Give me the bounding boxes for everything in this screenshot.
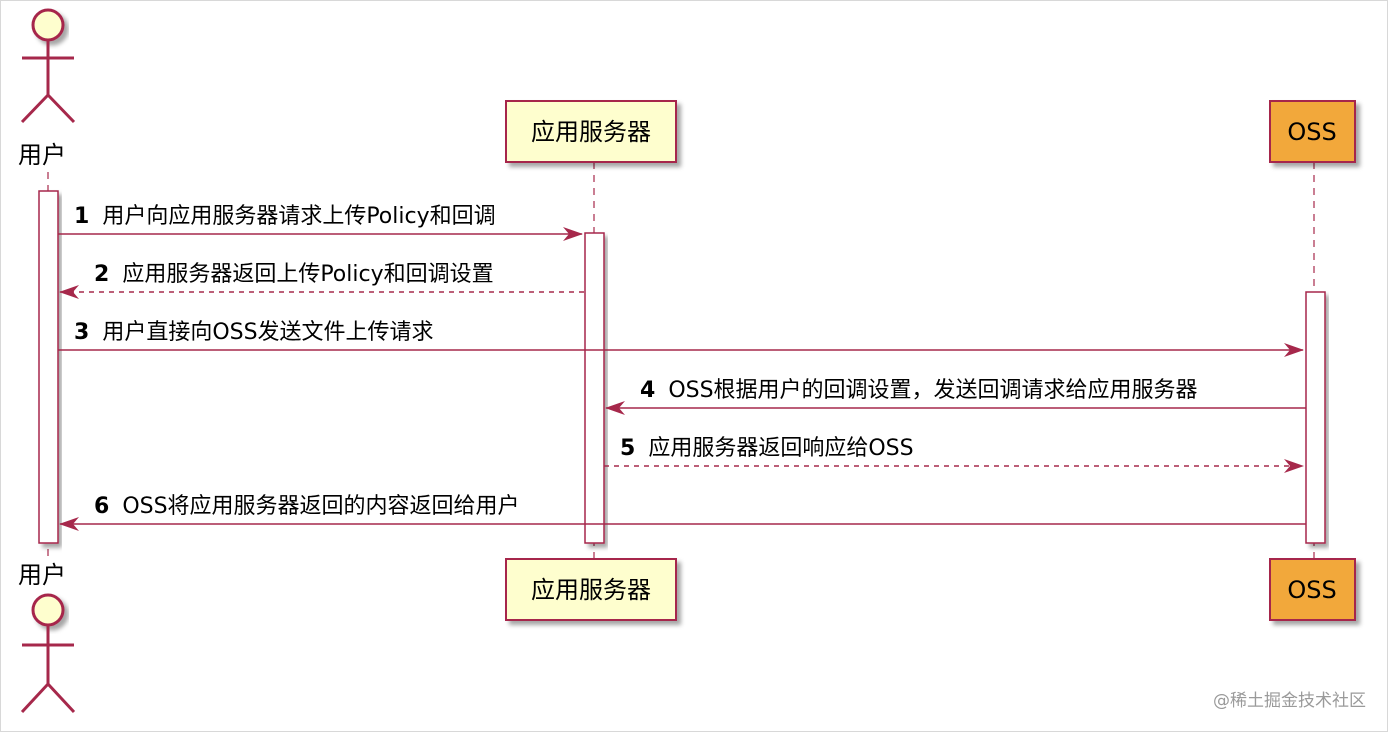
message-text-6: OSS将应用服务器返回的内容返回给用户 [122,494,519,519]
message-num-1: 1 [74,204,89,229]
message-num-6: 6 [94,494,109,519]
participant-oss-label-bottom: OSS [1287,576,1336,604]
participant-oss-top: OSS [1269,100,1356,163]
participant-app-top: 应用服务器 [505,100,677,163]
participant-app-label-top: 应用服务器 [531,118,651,146]
actor-label-top: 用户 [18,141,66,169]
activation-bar-oss [1305,291,1326,544]
message-label-1: 1 用户向应用服务器请求上传Policy和回调 [74,204,496,229]
message-text-4: OSS根据用户的回调设置，发送回调请求给应用服务器 [668,378,1197,403]
message-text-2: 应用服务器返回上传Policy和回调设置 [122,262,493,287]
activation-bar-user [38,190,59,544]
actor-user-bottom [20,593,76,714]
message-text-3: 用户直接向OSS发送文件上传请求 [102,320,433,345]
participant-oss-label-top: OSS [1287,118,1336,146]
participant-oss-bottom: OSS [1269,558,1356,621]
activation-bar-app [584,232,605,544]
message-num-2: 2 [94,262,109,287]
message-label-4: 4 OSS根据用户的回调设置，发送回调请求给应用服务器 [640,378,1198,403]
message-num-5: 5 [620,436,635,461]
message-num-3: 3 [74,320,89,345]
message-label-3: 3 用户直接向OSS发送文件上传请求 [74,320,434,345]
message-label-2: 2 应用服务器返回上传Policy和回调设置 [94,262,494,287]
participant-app-bottom: 应用服务器 [505,558,677,621]
message-label-6: 6 OSS将应用服务器返回的内容返回给用户 [94,494,520,519]
message-num-4: 4 [640,378,655,403]
participant-app-label-bottom: 应用服务器 [531,576,651,604]
actor-label-bottom: 用户 [18,561,66,589]
message-text-1: 用户向应用服务器请求上传Policy和回调 [102,204,495,229]
message-text-5: 应用服务器返回响应给OSS [648,436,913,461]
watermark: @稀土掘金技术社区 [1213,691,1366,711]
actor-user-top [20,8,76,124]
message-label-5: 5 应用服务器返回响应给OSS [620,436,914,461]
